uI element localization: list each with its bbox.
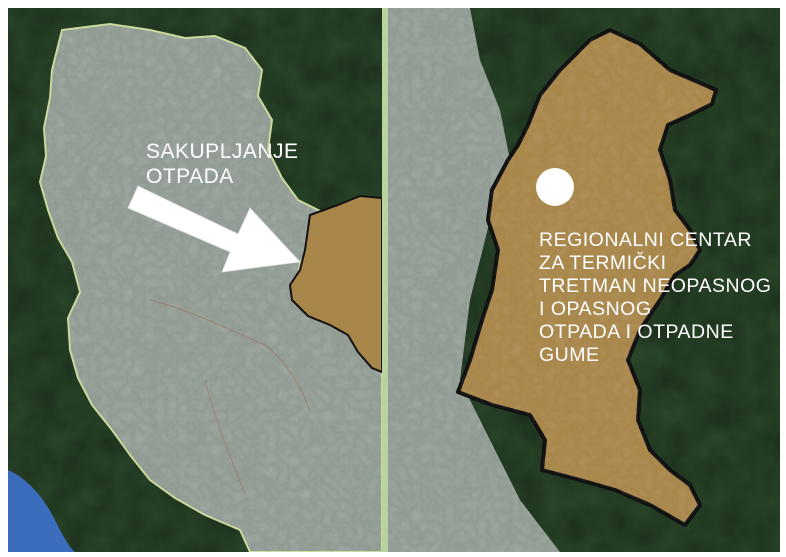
- collection-label-line: OTPADA: [146, 165, 234, 188]
- regional-center-label: REGIONALNI CENTAR ZA TERMIČKI TRETMAN NE…: [539, 229, 777, 366]
- white-dot-marker: [536, 168, 574, 206]
- regional-center-label-line: REGIONALNI CENTAR: [539, 229, 752, 251]
- collection-label-line: SAKUPLJANJE: [146, 140, 299, 163]
- left-map-panel: [8, 8, 382, 552]
- arrow-icon: [127, 185, 301, 273]
- adriatic-sea: [8, 470, 75, 552]
- regional-center-label-line: I OPASNOG: [539, 298, 652, 320]
- right-map-panel: [388, 8, 780, 552]
- regional-center-label-line: GUME: [539, 344, 600, 366]
- internal-border: [149, 299, 311, 411]
- regional-center-label-line: ZA TERMIČKI: [539, 251, 667, 274]
- regional-center-label-line: OTPADA I OTPADNE: [539, 321, 734, 343]
- regional-center-label-line: TRETMAN NEOPASNOG: [539, 275, 771, 297]
- internal-border: [204, 379, 246, 496]
- highlighted-region-left: [288, 194, 382, 374]
- collection-label: SAKUPLJANJE OTPADA: [146, 140, 305, 188]
- panel-divider: [382, 8, 388, 552]
